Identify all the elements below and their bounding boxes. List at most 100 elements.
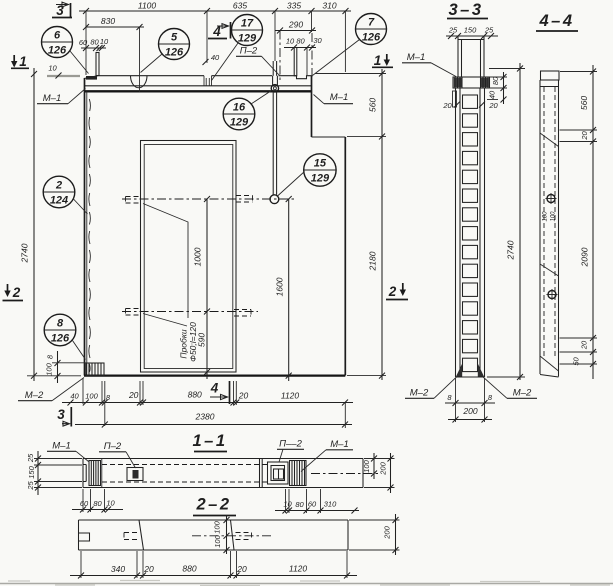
svg-text:129: 129 <box>311 173 330 185</box>
svg-text:80: 80 <box>296 37 305 46</box>
svg-text:20: 20 <box>580 131 589 141</box>
svg-text:80: 80 <box>90 38 99 47</box>
svg-text:П–2: П–2 <box>240 46 258 57</box>
svg-text:50: 50 <box>572 357 581 366</box>
svg-text:10: 10 <box>283 500 292 509</box>
svg-text:126: 126 <box>48 45 67 57</box>
svg-text:8: 8 <box>46 354 55 359</box>
svg-text:310: 310 <box>324 500 337 509</box>
svg-text:M–1: M–1 <box>407 52 425 63</box>
svg-text:2: 2 <box>55 180 62 192</box>
svg-text:10: 10 <box>48 64 57 73</box>
svg-text:80: 80 <box>491 76 500 85</box>
svg-text:1100: 1100 <box>138 1 157 11</box>
svg-text:100: 100 <box>362 459 371 472</box>
svg-text:Пробки: Пробки <box>179 329 189 358</box>
svg-text:880: 880 <box>188 390 202 400</box>
svg-text:126: 126 <box>165 47 184 59</box>
svg-text:200: 200 <box>379 461 388 475</box>
svg-text:2180: 2180 <box>368 251 378 271</box>
svg-text:126: 126 <box>362 32 381 44</box>
svg-text:830: 830 <box>101 16 115 26</box>
svg-text:2: 2 <box>388 284 397 299</box>
svg-text:8: 8 <box>488 393 493 402</box>
svg-text:M–2: M–2 <box>410 388 429 399</box>
svg-text:10: 10 <box>286 37 295 46</box>
svg-text:25: 25 <box>448 26 458 35</box>
svg-text:10: 10 <box>100 37 109 46</box>
svg-text:60: 60 <box>80 499 89 508</box>
svg-text:8: 8 <box>106 393 111 402</box>
svg-text:1–1: 1–1 <box>192 432 227 450</box>
svg-text:129: 129 <box>230 117 249 129</box>
svg-text:20: 20 <box>128 390 139 400</box>
svg-text:335: 335 <box>287 1 301 11</box>
svg-text:1120: 1120 <box>281 391 300 401</box>
svg-text:M–1: M–1 <box>330 92 348 103</box>
svg-text:3: 3 <box>56 3 64 18</box>
svg-text:100: 100 <box>85 392 98 401</box>
svg-text:100: 100 <box>543 211 549 222</box>
svg-text:8: 8 <box>447 393 452 402</box>
svg-text:10: 10 <box>106 499 115 508</box>
svg-text:40: 40 <box>211 53 220 62</box>
svg-text:4: 4 <box>210 381 219 396</box>
svg-text:4: 4 <box>212 24 221 39</box>
svg-text:30: 30 <box>313 36 322 45</box>
svg-text:8: 8 <box>57 318 64 330</box>
svg-text:40: 40 <box>70 392 79 401</box>
svg-text:17: 17 <box>241 18 254 30</box>
svg-text:1: 1 <box>374 53 382 68</box>
svg-text:П–2: П–2 <box>104 441 122 452</box>
svg-text:7: 7 <box>368 17 375 29</box>
svg-text:2090: 2090 <box>580 247 590 267</box>
svg-text:340: 340 <box>111 564 125 574</box>
svg-text:310: 310 <box>322 1 336 11</box>
svg-text:2740: 2740 <box>506 240 516 260</box>
svg-text:20: 20 <box>238 391 249 401</box>
svg-text:60: 60 <box>308 500 317 509</box>
svg-text:20: 20 <box>442 101 452 110</box>
svg-text:80: 80 <box>93 499 102 508</box>
svg-text:П––2: П––2 <box>279 439 302 450</box>
svg-text:16: 16 <box>233 102 246 114</box>
svg-text:25: 25 <box>484 26 494 35</box>
svg-text:80: 80 <box>295 500 304 509</box>
svg-text:1000: 1000 <box>193 247 203 266</box>
svg-text:126: 126 <box>51 333 70 345</box>
svg-text:25: 25 <box>26 453 35 463</box>
svg-text:200: 200 <box>462 406 477 416</box>
svg-text:590: 590 <box>197 333 207 347</box>
svg-text:150: 150 <box>464 26 477 35</box>
svg-text:290: 290 <box>288 20 303 30</box>
svg-text:6: 6 <box>54 30 61 42</box>
svg-text:1120: 1120 <box>289 564 308 574</box>
svg-text:100: 100 <box>213 520 222 533</box>
svg-text:100: 100 <box>551 211 557 222</box>
svg-text:150: 150 <box>27 465 36 478</box>
svg-text:20: 20 <box>143 564 154 574</box>
svg-text:M–1: M–1 <box>43 93 61 104</box>
svg-text:1600: 1600 <box>275 277 285 296</box>
svg-text:M–2: M–2 <box>513 388 532 399</box>
svg-text:M–1: M–1 <box>52 441 70 452</box>
svg-text:M–1: M–1 <box>330 439 348 450</box>
svg-text:124: 124 <box>50 195 68 207</box>
svg-text:4–4: 4–4 <box>538 12 574 30</box>
svg-text:129: 129 <box>238 33 257 45</box>
svg-text:200: 200 <box>383 525 392 539</box>
svg-text:1: 1 <box>19 54 27 69</box>
svg-text:100: 100 <box>213 534 222 547</box>
svg-text:40: 40 <box>488 90 497 99</box>
svg-text:5: 5 <box>171 32 178 44</box>
svg-text:20: 20 <box>236 564 247 574</box>
svg-text:560: 560 <box>579 96 589 110</box>
svg-text:3: 3 <box>57 407 65 422</box>
svg-text:20: 20 <box>488 101 498 110</box>
svg-text:M–2: M–2 <box>25 390 44 401</box>
svg-text:3–3: 3–3 <box>448 1 483 19</box>
svg-text:635: 635 <box>233 1 247 11</box>
svg-text:15: 15 <box>314 158 327 170</box>
svg-text:100: 100 <box>45 362 54 375</box>
svg-text:Ф50;l=120: Ф50;l=120 <box>188 322 198 362</box>
